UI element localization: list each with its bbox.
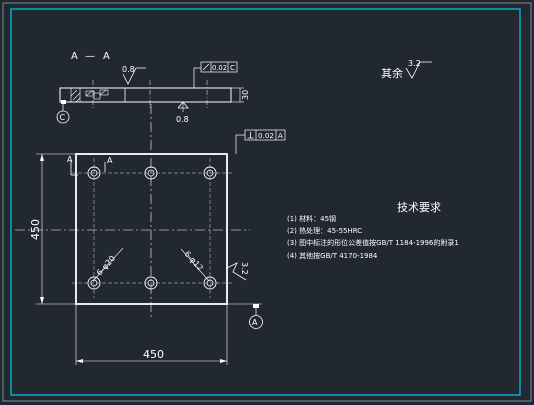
height-arrow-bottom: [40, 297, 44, 304]
hole-large-callout: 6-φ12: [183, 249, 205, 272]
height-arrow-top: [40, 154, 44, 161]
top-view[interactable]: A A 6-φ20 6-φ12 0.02 A 3.2 450: [15, 104, 286, 365]
hole-3: [203, 166, 217, 180]
hole-small-leader: [92, 247, 124, 282]
height-value: 450: [29, 219, 42, 240]
flatness-datum: C: [230, 64, 235, 72]
datum-c-circle: [56, 110, 70, 124]
requirement-item-1: (1) 材料：45钢: [287, 214, 336, 223]
section-label-right: A: [103, 51, 110, 62]
requirement-item-4: (4) 其他按GB/T 4170-1984: [287, 251, 378, 260]
perpendicularity-tolerance-frame: 0.02 A: [244, 129, 286, 141]
width-arrow-right: [220, 359, 227, 363]
section-view[interactable]: A — A 0.8 0.8: [56, 51, 250, 124]
section-cut-label-left: A: [67, 155, 73, 164]
roughness-rest-symbol: [405, 61, 432, 79]
datum-a-triangle: [253, 304, 259, 308]
hole-5: [144, 276, 158, 290]
requirement-item-3: (3) 图中标注的形位公差值按GB/T 1184-1996的附录1: [287, 238, 459, 247]
flatness-value: 0.02: [212, 64, 227, 72]
hole-large-leader: [180, 248, 210, 282]
perpendicularity-datum: A: [278, 132, 283, 140]
roughness-side-value: 3.2: [240, 262, 249, 275]
roughness-top-symbol: [122, 67, 146, 85]
datum-a-label: A: [252, 318, 258, 327]
technical-requirements: 技术要求 (1) 材料：45钢 (2) 热处理：45-55HRC (3) 图中标…: [287, 201, 459, 260]
drawing-border: [10, 8, 521, 396]
datum-c-triangle: [61, 100, 66, 104]
hole-small-callout: 6-φ20: [95, 254, 117, 277]
roughness-bottom-value: 0.8: [176, 115, 189, 124]
section-plate-outline: [59, 87, 232, 103]
roughness-rest-note: 其余 3.2: [381, 59, 432, 80]
requirements-title: 技术要求: [397, 201, 441, 214]
thickness-value: 30: [241, 90, 250, 100]
datum-c-label: C: [60, 113, 66, 122]
width-arrow-left: [76, 359, 83, 363]
roughness-rest-prefix: 其余: [381, 66, 403, 80]
flatness-tolerance-frame: 0.02 C: [200, 61, 238, 73]
datum-a-circle: [249, 315, 263, 329]
section-cut-label-right: A: [107, 156, 113, 165]
perpendicularity-value: 0.02: [258, 132, 274, 140]
requirement-item-2: (2) 热处理：45-55HRC: [287, 226, 362, 235]
plate-outline: [75, 153, 228, 305]
hole-1: [87, 166, 101, 180]
width-value: 450: [143, 348, 164, 361]
section-hatching: [70, 87, 109, 103]
section-label-left: A: [71, 51, 78, 62]
roughness-top-value: 0.8: [122, 65, 135, 74]
roughness-side-symbol: [226, 262, 247, 281]
section-label-dash: —: [85, 51, 95, 62]
roughness-rest-value: 3.2: [408, 59, 421, 68]
section-cut-marker-left: [70, 160, 78, 176]
hole-2: [144, 166, 158, 180]
hole-6: [203, 276, 217, 290]
